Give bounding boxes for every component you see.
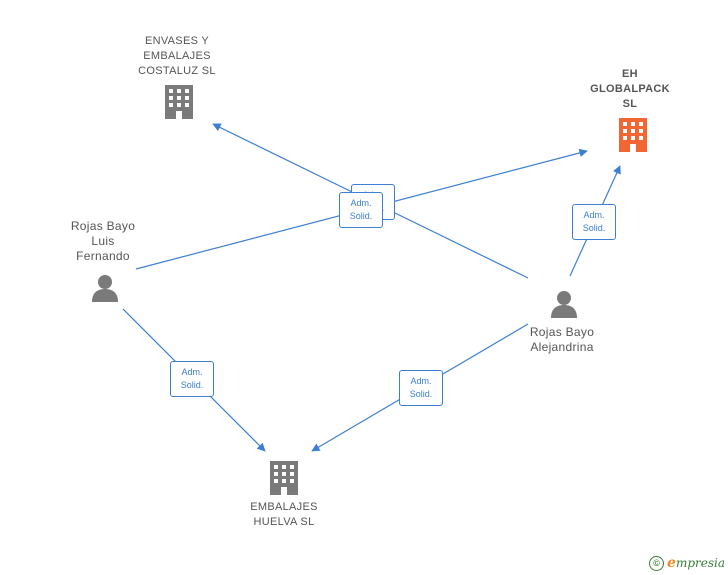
company-label-huelva[interactable]: EMBALAJES HUELVA SL (250, 501, 318, 528)
brand-name: mpresia (675, 556, 725, 570)
edge-label: Adm. Solid. (170, 361, 214, 397)
edge-label: Adm. Solid. (572, 204, 616, 240)
company-label-eh[interactable]: EH GLOBALPACK SL (590, 68, 670, 110)
brand-logo[interactable]: empresia (667, 555, 725, 571)
person-icon[interactable] (92, 275, 118, 302)
person-icon[interactable] (551, 291, 577, 318)
edge-label: Adm. Solid. (339, 192, 383, 228)
person-label-alejandrina[interactable]: Rojas Bayo Alejandrina (529, 325, 595, 354)
building-icon[interactable] (165, 85, 193, 119)
person-label-luis[interactable]: Rojas Bayo Luis Fernando (70, 219, 136, 263)
copyright-icon: © (649, 555, 665, 571)
building-icon[interactable] (619, 118, 647, 152)
brand-initial: e (667, 555, 676, 571)
company-label-envases[interactable]: ENVASES Y EMBALAJES COSTALUZ SL (138, 35, 216, 77)
building-icon[interactable] (270, 461, 298, 495)
edge-label: Adm. Solid. (399, 370, 443, 406)
brand-footer: © empresia (649, 555, 725, 571)
